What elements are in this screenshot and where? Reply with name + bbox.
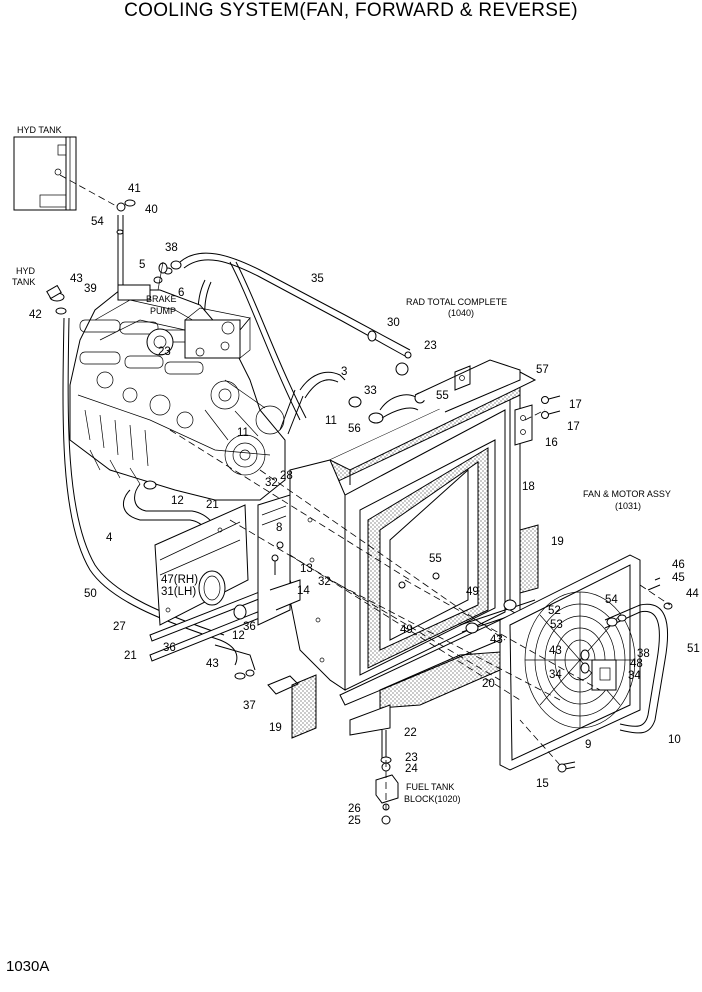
callout-5: 5: [139, 259, 145, 271]
callout-46: 46: [672, 559, 685, 571]
callout-26: 26: [348, 803, 361, 815]
callout-57: 57: [536, 364, 549, 376]
callout-23-engine: 23: [158, 346, 171, 358]
callout-40: 40: [145, 204, 158, 216]
note-hyd-tank-line-2: TANK: [12, 277, 35, 287]
callout-53: 53: [550, 619, 563, 631]
callout-22: 22: [404, 727, 417, 739]
callout-23-upper: 23: [424, 340, 437, 352]
fan-motor-assy: [499, 554, 673, 773]
hose-11-cap: [348, 362, 426, 424]
note-47-rh: 47(RH): [161, 574, 198, 586]
callout-27: 27: [113, 621, 126, 633]
callout-11-right: 11: [325, 415, 337, 427]
note-fan-motor-code: (1031): [615, 501, 641, 511]
callout-24: 24: [405, 763, 418, 775]
callout-13: 13: [300, 563, 313, 575]
callout-39: 39: [84, 283, 97, 295]
callout-43-top: 43: [70, 273, 83, 285]
callout-12-lower: 12: [232, 630, 245, 642]
callout-3: 3: [341, 366, 347, 378]
note-hyd-tank-inset: HYD TANK: [17, 125, 62, 135]
page-code: 1030A: [6, 958, 50, 975]
callout-43-mid: 43: [490, 634, 503, 646]
callout-34-right: 34: [628, 670, 641, 682]
callout-54: 54: [91, 216, 104, 228]
callout-12-upper: 12: [171, 495, 184, 507]
callout-52: 52: [548, 605, 561, 617]
callout-34-left: 34: [549, 669, 562, 681]
callout-17-b: 17: [567, 421, 580, 433]
callout-6: 6: [178, 287, 184, 299]
note-rad-total-complete: RAD TOTAL COMPLETE: [406, 297, 507, 307]
support-frame-20: [349, 651, 501, 760]
callout-14: 14: [297, 585, 310, 597]
callout-36-right: 36: [243, 621, 256, 633]
callout-33: 33: [364, 385, 377, 397]
callout-4: 4: [106, 532, 113, 544]
note-brake-pump-line-1: BRAKE: [146, 294, 177, 304]
callout-42: 42: [29, 309, 42, 321]
callout-36-left: 36: [163, 642, 176, 654]
callout-54-fan: 54: [605, 594, 618, 606]
callout-38-fan: 38: [637, 648, 650, 660]
callout-51: 51: [687, 643, 700, 655]
callout-19-right: 19: [551, 536, 564, 548]
callout-16: 16: [545, 437, 558, 449]
callout-8: 8: [276, 522, 282, 534]
callout-43-fan: 43: [549, 645, 562, 657]
page-title: COOLING SYSTEM(FAN, FORWARD & REVERSE): [124, 0, 578, 21]
callout-56: 56: [348, 423, 361, 435]
note-31-lh: 31(LH): [161, 586, 196, 598]
callout-21-upper: 21: [206, 499, 219, 511]
shroud-plate-32: [257, 494, 301, 695]
callout-38: 38: [165, 242, 178, 254]
fitting-43-37: [214, 644, 256, 680]
callout-23-lower: 23: [405, 752, 418, 764]
foam-block-19: [291, 524, 539, 739]
hose-3: [279, 371, 346, 435]
callout-32-upper: 32: [265, 477, 278, 489]
callout-37: 37: [243, 700, 256, 712]
note-fuel-tank-block: BLOCK(1020): [404, 794, 461, 804]
callout-43-bottom: 43: [206, 658, 219, 670]
callouts: 41 40 54 38 5 6 43 39 42 35 30 23 3 57 2…: [29, 183, 700, 827]
callout-45: 45: [672, 572, 685, 584]
callout-41: 41: [128, 183, 141, 195]
note-fan-motor-assy: FAN & MOTOR ASSY: [583, 489, 671, 499]
callout-20: 20: [482, 678, 495, 690]
fuel-tank-block: [375, 756, 399, 825]
note-rad-total-code: (1040): [448, 308, 474, 318]
callout-30: 30: [387, 317, 400, 329]
note-fuel-tank: FUEL TANK: [406, 782, 454, 792]
callout-32-lower: 32: [318, 576, 331, 588]
callout-50: 50: [84, 588, 97, 600]
callout-35: 35: [311, 273, 324, 285]
callout-44: 44: [686, 588, 699, 600]
callout-15: 15: [536, 778, 549, 790]
note-brake-pump-line-2: PUMP: [150, 306, 176, 316]
callout-49-b: 49: [400, 624, 413, 636]
assembly-leader-lines: [169, 409, 671, 810]
callout-48: 48: [630, 658, 643, 670]
callout-21-lower: 21: [124, 650, 137, 662]
callout-55-mid: 55: [429, 553, 442, 565]
callout-19-left: 19: [269, 722, 282, 734]
callout-28: 28: [280, 470, 293, 482]
callout-55-top: 55: [436, 390, 449, 402]
callout-17-a: 17: [569, 399, 582, 411]
callout-18: 18: [522, 481, 535, 493]
callout-10: 10: [668, 734, 681, 746]
callout-9: 9: [585, 739, 591, 751]
bracket-16-17: [514, 395, 561, 446]
hyd-tank-inset: [13, 136, 119, 211]
note-hyd-tank-line-1: HYD: [16, 266, 36, 276]
callout-49-a: 49: [466, 586, 479, 598]
callout-11-left: 11: [237, 427, 249, 439]
callout-25: 25: [348, 815, 361, 827]
